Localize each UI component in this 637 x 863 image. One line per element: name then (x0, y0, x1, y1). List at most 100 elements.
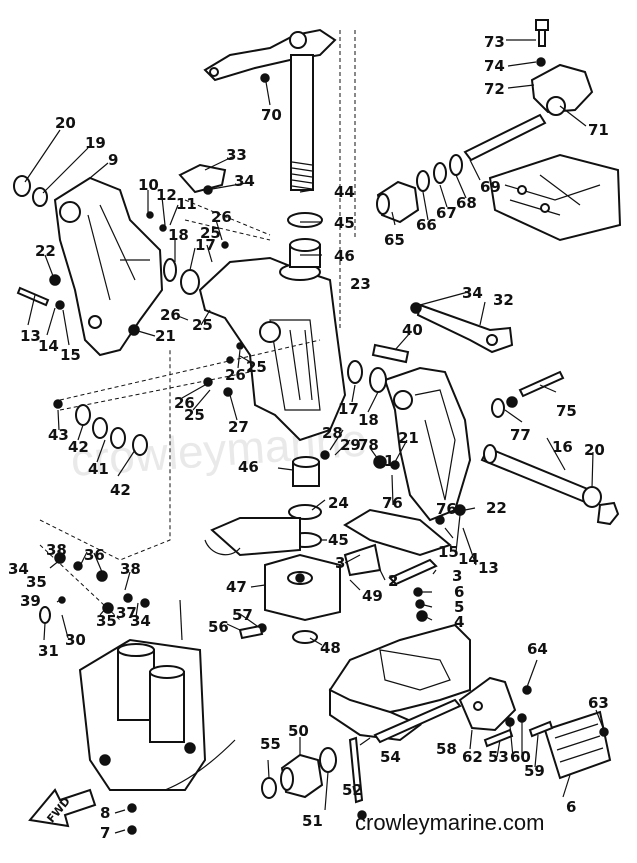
callout-18: 18 (168, 226, 189, 244)
rubber-mount-50 (280, 753, 324, 799)
callout-13b: 13 (478, 559, 499, 577)
callout-51: 51 (302, 812, 323, 830)
callout-59: 59 (524, 762, 545, 780)
callout-37: 37 (116, 604, 137, 622)
callout-34: 34 (234, 172, 255, 190)
fwd-arrow: FWD (28, 788, 97, 828)
tilt-rod-69 (463, 113, 547, 162)
nut-21 (128, 324, 140, 336)
callout-75: 75 (556, 402, 577, 420)
callout-50: 50 (288, 722, 309, 740)
washer-18-left (163, 258, 177, 282)
callout-45b: 45 (328, 531, 349, 549)
bolt-3 (388, 558, 438, 586)
washer-8 (127, 803, 137, 813)
callout-14b: 14 (458, 550, 479, 568)
callout-22b: 22 (486, 499, 507, 517)
callout-20b: 20 (584, 441, 605, 459)
callout-23: 23 (350, 275, 371, 293)
callout-38b: 38 (120, 560, 141, 578)
bolt-52 (348, 736, 364, 804)
callout-5: 5 (454, 598, 464, 616)
clamp-33 (178, 163, 227, 194)
washer-42-left (75, 404, 91, 426)
bushing-65 (376, 180, 420, 224)
lower-mount-bracket-47 (264, 553, 341, 622)
anode-holder-58 (458, 676, 517, 732)
callout-31: 31 (38, 642, 59, 660)
callout-35: 35 (26, 573, 47, 591)
callout-69: 69 (480, 178, 501, 196)
callout-68: 68 (456, 194, 477, 212)
callout-35b: 35 (96, 612, 117, 630)
callout-25b: 25 (192, 316, 213, 334)
callout-12: 12 (156, 186, 177, 204)
washer-51 (319, 747, 337, 773)
callout-54: 54 (380, 748, 401, 766)
callout-44: 44 (334, 183, 355, 201)
power-trim-tilt-unit (78, 638, 207, 791)
callout-13: 13 (20, 327, 41, 345)
callout-56: 56 (208, 618, 229, 636)
screw-34-top (203, 185, 213, 195)
stern-bracket-left (53, 176, 164, 357)
callout-16: 16 (552, 438, 573, 456)
bolt-13 (16, 286, 50, 307)
callout-78: 78 (358, 436, 379, 454)
bushing-17-left (180, 269, 200, 295)
callout-19: 19 (85, 134, 106, 152)
nut-20 (596, 501, 620, 526)
callout-64: 64 (527, 640, 548, 658)
callout-36: 36 (84, 546, 105, 564)
steering-arm (203, 28, 337, 82)
callout-66: 66 (416, 216, 437, 234)
callout-71: 71 (588, 121, 609, 139)
callout-34c: 34 (8, 560, 29, 578)
steering-column-shaft (290, 54, 314, 191)
callout-11: 11 (176, 195, 197, 213)
bushing-46-lower (292, 456, 320, 487)
callout-38: 38 (46, 541, 67, 559)
callout-58: 58 (436, 740, 457, 758)
callout-77: 77 (510, 426, 531, 444)
callout-60: 60 (510, 748, 531, 766)
washer-48 (292, 630, 318, 644)
callout-6b: 6 (566, 798, 576, 816)
callout-26b: 26 (160, 306, 181, 324)
callout-70: 70 (261, 106, 282, 124)
callout-26c: 26 (225, 366, 246, 384)
callout-74: 74 (484, 57, 505, 75)
callout-3b: 3 (452, 567, 462, 585)
screw-62 (483, 728, 514, 748)
callout-40: 40 (402, 321, 423, 339)
bolt-34-right (410, 302, 422, 314)
nut-4 (416, 610, 428, 622)
callout-72: 72 (484, 80, 505, 98)
washer-67 (433, 162, 447, 184)
bushing-17-right (347, 360, 363, 384)
callout-1: 1 (384, 452, 394, 470)
callout-3: 3 (335, 554, 345, 572)
callout-46: 46 (334, 247, 355, 265)
callout-55: 55 (260, 735, 281, 753)
callout-20: 20 (55, 114, 76, 132)
screw-63 (599, 727, 609, 737)
callout-62: 62 (462, 748, 483, 766)
callout-39: 39 (20, 592, 41, 610)
bolt-64 (522, 685, 532, 695)
callout-7: 7 (100, 824, 110, 842)
plate-1 (343, 508, 453, 557)
swivel-bracket (198, 256, 347, 442)
callout-52: 52 (342, 781, 363, 799)
anode-6 (543, 710, 612, 780)
bolt-54 (373, 698, 462, 744)
washer-60 (517, 713, 527, 723)
bushing-41-b (110, 427, 126, 449)
callout-34b: 34 (462, 284, 483, 302)
washer-43 (53, 399, 63, 409)
callout-21: 21 (155, 327, 176, 345)
leader-lines (24, 39, 604, 834)
washer-20-right (582, 486, 602, 508)
callout-53: 53 (488, 748, 509, 766)
